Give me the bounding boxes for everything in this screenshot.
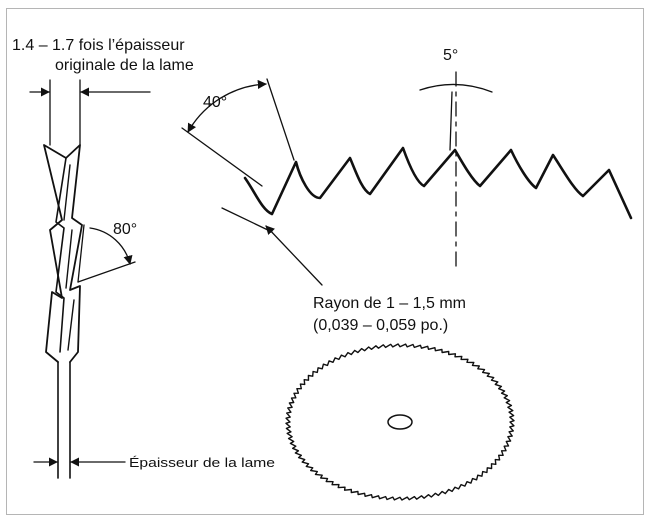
set-width-label-line1: 1.4 – 1.7 fois l’épaisseur [12,37,185,54]
tooth-set-side-view [29,79,151,479]
tooth-side-inner-edges-2 [63,164,75,351]
bevel-angle-label: 80° [113,221,137,238]
bevel-reference-line [77,261,136,283]
diagram-border [6,8,644,515]
saw-blade-toothed-edge [285,343,515,501]
radius-label-line1: Rayon de 1 – 1,5 mm [313,295,466,312]
radius-tangent-line [221,207,273,233]
rake-face-extension [266,78,295,161]
radius-label-line2: (0,039 – 0,059 po.) [313,317,448,334]
set-width-label-line2: originale de la lame [55,57,194,74]
rake-reference-line [181,127,263,187]
hook-face-line [449,91,453,151]
circular-saw-blade [285,343,515,501]
rake-angle-arc [187,79,267,133]
rake-angle-label: 40° [203,94,227,111]
radius-leader-line [265,225,323,286]
saw-blade-arbor-hole [387,414,413,430]
bevel-face-line [77,224,85,283]
hook-angle-label: 5° [443,47,458,64]
bevel-angle-arc [89,227,133,265]
tooth-side-inner-edges [55,157,67,353]
tooth-profile-view [181,71,633,286]
tooth-profile-line [243,146,633,220]
blade-thickness-label: Épaisseur de la lame [129,455,275,470]
hook-angle-arc [419,83,493,93]
